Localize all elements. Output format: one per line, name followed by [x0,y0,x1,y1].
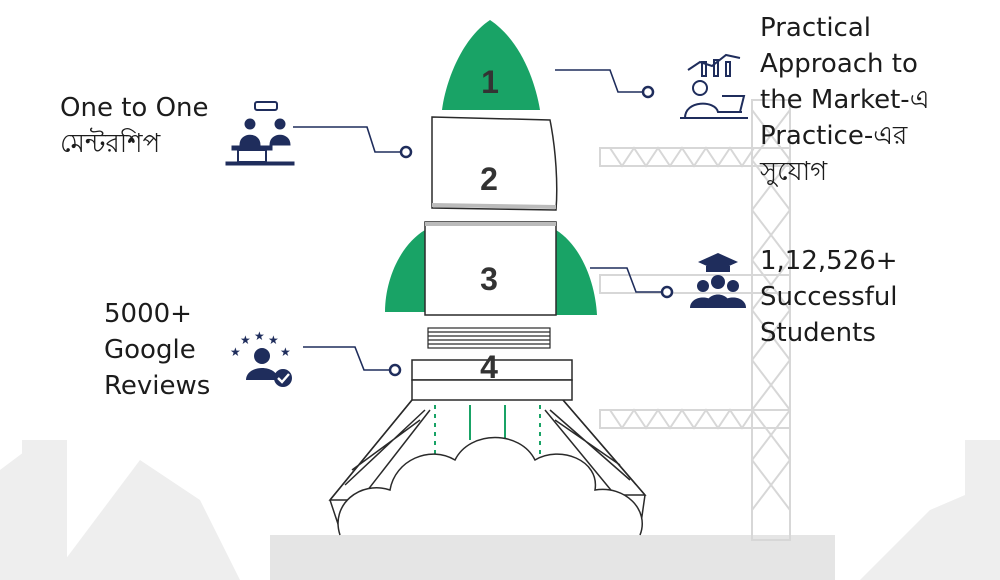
svg-text:★: ★ [280,345,291,359]
analyst-laptop-icon [680,53,748,119]
feature-label-mentorship: One to One মেন্টরশিপ [60,93,209,159]
body-section-3 [424,221,557,316]
svg-text:★: ★ [230,345,241,359]
body-section-2 [431,116,558,211]
svg-text:★: ★ [268,333,279,347]
background-decor [0,440,1000,580]
feature-label-successful-students: 1,12,526+ Successful Students [760,246,898,348]
mentor-desk-icon [225,101,295,166]
svg-text:★: ★ [254,329,265,343]
nose-cone [442,20,540,110]
stage-number-1: 1 [481,64,499,100]
feature-label-google-reviews: 5000+ Google Reviews [104,299,211,401]
feature-label-practical-approach: Practical Approach to the Market-এ Pract… [760,13,930,187]
connectors [293,69,674,377]
star-rating-user-icon: ★ ★ ★ ★ ★ [230,329,292,387]
fin-right [556,230,597,315]
crane-lattice [599,99,792,541]
stage-number-3: 3 [480,261,498,297]
graduates-group-icon [690,253,746,308]
svg-text:★: ★ [240,333,251,347]
stage-number-4: 4 [480,349,498,385]
stage-number-2: 2 [480,161,498,197]
launch-pad [328,399,647,531]
fin-left [385,230,425,312]
rocket: 1 2 3 4 [385,20,597,401]
smoke-cloud [337,436,643,536]
